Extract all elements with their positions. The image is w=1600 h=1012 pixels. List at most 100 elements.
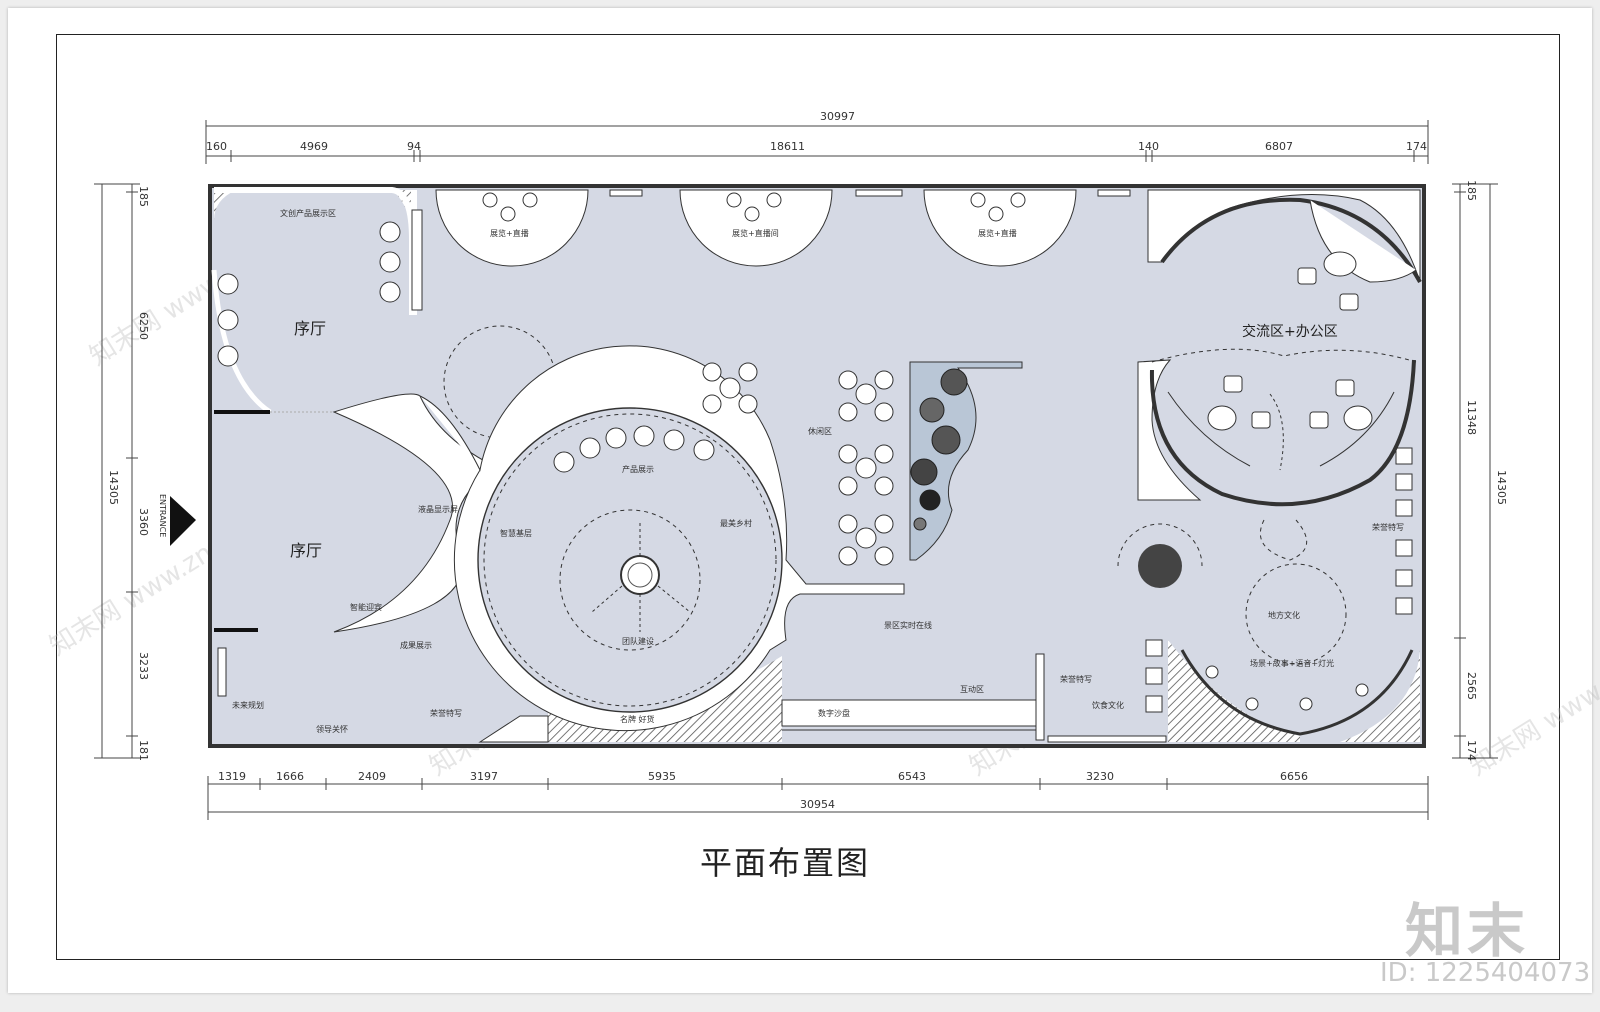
dim-bottom-seg: 2409 — [358, 770, 386, 783]
scene-stools — [1205, 665, 1369, 711]
label: 景区实时在线 — [884, 620, 932, 630]
label: 智能迎宾 — [350, 602, 382, 612]
label: 未来规划 — [232, 700, 264, 710]
label: 智慧基层 — [500, 528, 532, 538]
exhibit-booths — [435, 189, 1077, 267]
dim-left-seg: 3233 — [137, 652, 150, 680]
round-kiosk — [1138, 544, 1182, 588]
center-pillar — [620, 555, 660, 595]
hatch-wall — [1340, 650, 1420, 742]
dim-right-seg: 2565 — [1465, 672, 1478, 700]
hall-stools — [553, 425, 715, 473]
room-office: 交流区+办公区 — [1242, 323, 1338, 340]
left-dimensions — [94, 183, 140, 759]
dim-bottom-seg: 3230 — [1086, 770, 1114, 783]
dim-top-seg: 140 — [1138, 140, 1159, 153]
radial-lines — [591, 520, 691, 632]
label: 场景+故事+语音+灯光 — [1250, 658, 1334, 668]
dim-top-seg: 18611 — [770, 140, 805, 153]
wall-panels-top — [609, 189, 1131, 197]
bottom-dimensions — [207, 776, 1429, 820]
office-arc — [1160, 197, 1422, 283]
label: 荣誉特写 — [430, 708, 462, 718]
room-foyer-bottom: 序厅 — [290, 541, 322, 560]
office-bench — [1309, 199, 1417, 283]
dim-left-seg: 181 — [137, 740, 150, 761]
dim-top-seg: 6807 — [1265, 140, 1293, 153]
room-foyer-top: 序厅 — [294, 319, 326, 338]
label: 数字沙盘 — [818, 708, 850, 718]
office-furniture — [1207, 251, 1373, 431]
side-panel — [217, 647, 227, 697]
scene-arc — [1180, 649, 1414, 736]
label: 荣誉特写 — [1372, 522, 1404, 532]
hatch-wall — [1168, 640, 1300, 742]
dim-bottom-seg: 6543 — [898, 770, 926, 783]
meeting-arc — [1149, 359, 1416, 507]
top-dimensions — [205, 120, 1429, 164]
round-hall-ring — [483, 413, 777, 707]
label: 饮食文化 — [1092, 700, 1124, 710]
label: 产品展示 — [622, 464, 654, 474]
partition-wall — [1035, 653, 1045, 741]
label: 地方文化 — [1268, 610, 1300, 620]
booth-stools — [482, 192, 1026, 222]
dim-right-seg: 185 — [1465, 180, 1478, 201]
label: 文创产品展示区 — [280, 208, 336, 218]
local-culture-ring — [1245, 563, 1347, 665]
partition-wall — [1047, 735, 1167, 743]
meeting-divider — [1269, 393, 1284, 471]
hatch-corner — [214, 190, 236, 220]
dim-right-seg: 11348 — [1465, 400, 1478, 435]
dim-right-seg: 174 — [1465, 740, 1478, 761]
dim-top-seg: 4969 — [300, 140, 328, 153]
corner-panel — [478, 715, 549, 743]
dashed-zone — [1117, 523, 1203, 567]
partition-wall — [411, 209, 423, 311]
right-dimensions — [1452, 183, 1498, 759]
meeting-bench — [1319, 391, 1395, 467]
drawing-caption: 平面布置图 — [700, 844, 871, 882]
dim-bottom-seg: 6656 — [1280, 770, 1308, 783]
meeting-bench — [1167, 391, 1251, 467]
dim-bottom-seg: 5935 — [648, 770, 676, 783]
dim-top-seg: 174 — [1406, 140, 1427, 153]
label: 团队建设 — [622, 636, 654, 646]
dim-bottom-seg: 1319 — [218, 770, 246, 783]
label: 荣誉特写 — [1060, 674, 1092, 684]
door-frame — [214, 410, 270, 414]
label: 领导关怀 — [316, 724, 348, 734]
label: 展览+直播 — [490, 228, 529, 238]
label: 液晶显示屏 — [418, 504, 458, 514]
door-frame — [214, 628, 258, 632]
dim-top-total: 30997 — [820, 110, 855, 123]
label: 展览+直播 — [978, 228, 1017, 238]
entrance-label: ENTRANCE — [158, 494, 167, 537]
dim-top-seg: 160 — [206, 140, 227, 153]
display-stools — [217, 221, 401, 367]
dashed-zone — [1259, 519, 1307, 561]
brand-logo: 知末 — [1405, 897, 1530, 965]
drawing-frame — [56, 34, 1560, 960]
dim-left-seg: 3360 — [137, 508, 150, 536]
image-id: ID: 1225404073 — [1380, 958, 1591, 988]
dim-bottom-seg: 3197 — [470, 770, 498, 783]
dim-right-total: 14305 — [1495, 470, 1508, 505]
center-pillar-inner — [627, 562, 653, 588]
dim-top-seg: 94 — [407, 140, 421, 153]
dim-left-seg: 6250 — [137, 312, 150, 340]
dim-bottom-total: 30954 — [800, 798, 835, 811]
center-ring — [559, 509, 701, 651]
rest-area-tables — [702, 362, 894, 566]
dim-left-total: 14305 — [107, 470, 120, 505]
display-boxes — [1145, 447, 1413, 713]
dim-bottom-seg: 1666 — [276, 770, 304, 783]
meeting-dash — [1151, 348, 1417, 363]
label: 互动区 — [960, 684, 984, 694]
label: 最美乡村 — [720, 518, 752, 528]
label: 成果展示 — [400, 640, 432, 650]
entrance-arrow-icon — [170, 496, 196, 546]
label: 展览+直播间 — [732, 228, 779, 238]
label: 名牌 好货 — [620, 714, 655, 724]
